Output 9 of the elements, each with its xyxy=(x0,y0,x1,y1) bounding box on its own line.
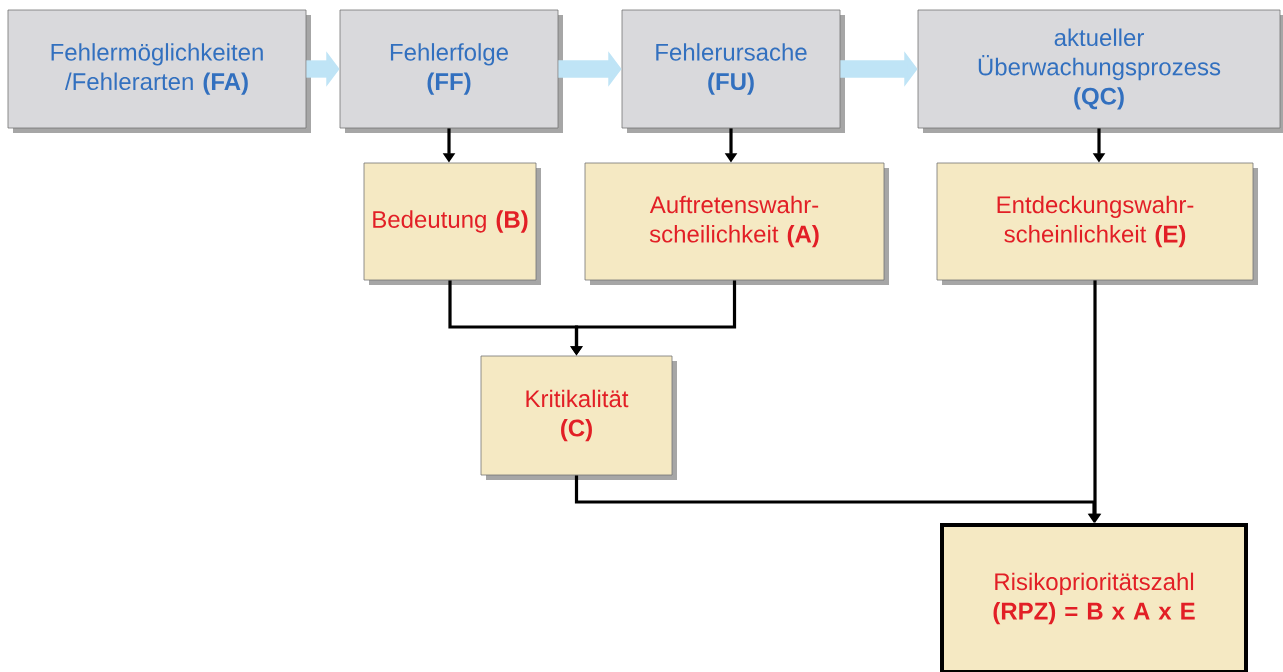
rating-box: Entdeckungswahr- scheinlichkeit (E) xyxy=(936,162,1258,285)
process-box: aktueller Überwachungsprozess (QC) xyxy=(917,9,1283,133)
process-box: Fehlerfolge (FF) xyxy=(339,9,563,133)
rating-box: Kritikalität (C) xyxy=(480,355,677,480)
result-box: Risikoprioritätszahl (RPZ) = B x A x E xyxy=(940,523,1248,672)
rating-box: Bedeutung (B) xyxy=(363,162,541,285)
process-box: Fehlerursache (FU) xyxy=(621,9,845,133)
rating-box: Auftretenswahr- scheilichkeit (A) xyxy=(584,162,889,285)
process-box: Fehlermöglichkeiten /Fehlerarten (FA) xyxy=(7,9,311,133)
